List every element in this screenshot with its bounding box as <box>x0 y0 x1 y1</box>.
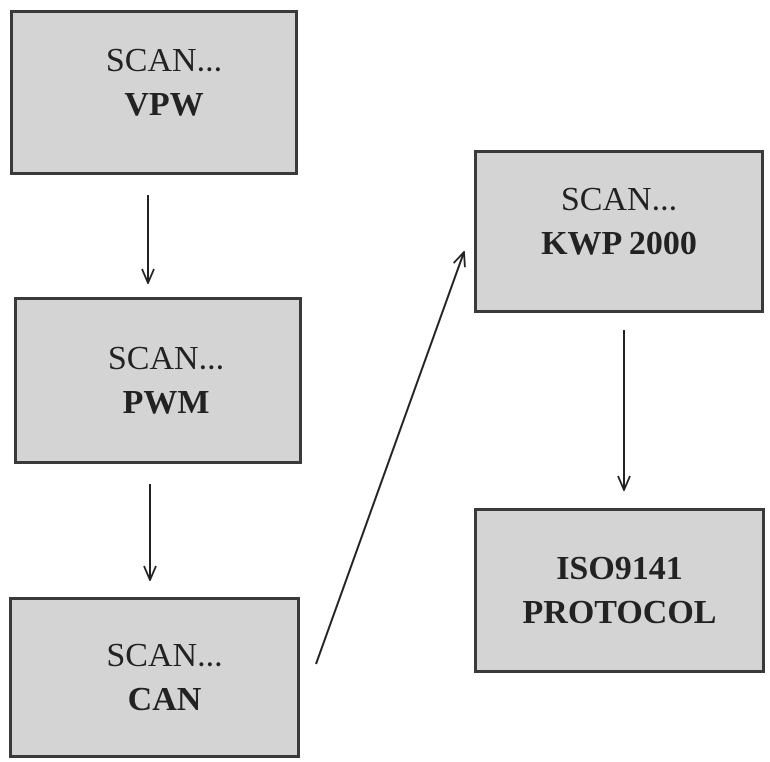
node-line1: ISO9141 <box>556 549 683 587</box>
node-line2: VPW <box>124 85 204 123</box>
node-scan-kwp2000: SCAN... KWP 2000 <box>474 150 764 313</box>
node-line1: SCAN... <box>106 636 223 674</box>
node-line2: PWM <box>122 383 210 421</box>
node-line2: CAN <box>127 680 202 718</box>
node-line1: SCAN... <box>105 41 223 79</box>
node-scan-vpw: SCAN... VPW <box>10 10 298 175</box>
node-iso9141-protocol: ISO9141 PROTOCOL <box>474 508 765 673</box>
node-scan-can: SCAN... CAN <box>9 597 300 758</box>
node-line1: SCAN... <box>560 180 678 218</box>
node-line2: PROTOCOL <box>522 593 717 631</box>
node-line1: SCAN... <box>107 339 225 377</box>
arrow-can-to-kwp <box>315 252 464 665</box>
node-scan-pwm: SCAN... PWM <box>14 297 302 464</box>
node-line2: KWP 2000 <box>541 224 697 262</box>
